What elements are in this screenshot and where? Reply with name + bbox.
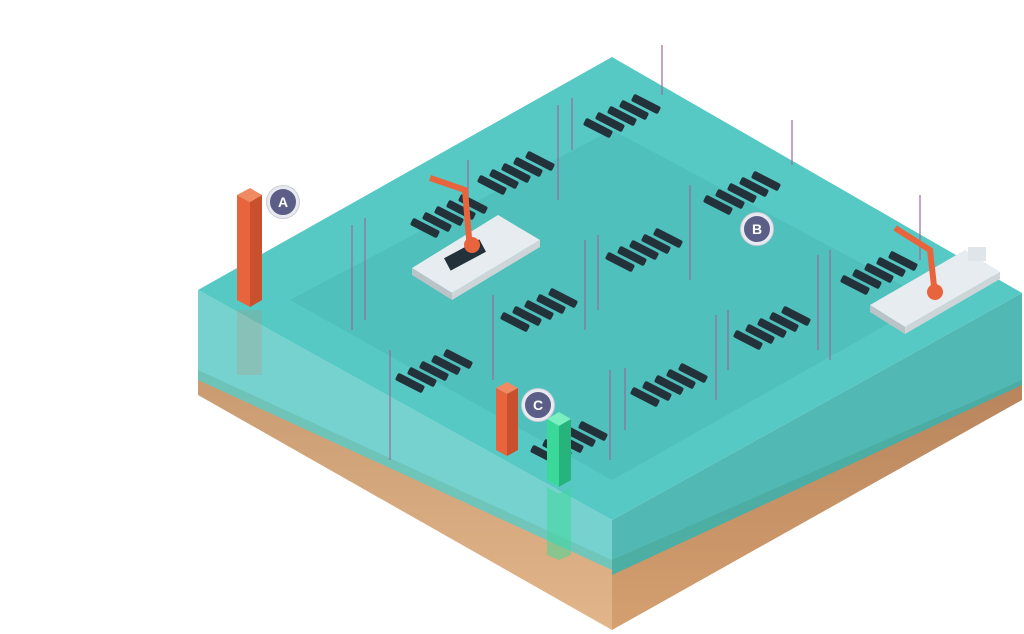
fish-pen bbox=[745, 324, 775, 344]
barge-with-crane bbox=[412, 175, 540, 300]
barge-with-crane bbox=[870, 225, 1000, 334]
fish-pen bbox=[666, 369, 696, 389]
fish-pen-row bbox=[395, 349, 473, 393]
marker-label: C bbox=[532, 397, 544, 413]
fish-pen bbox=[578, 421, 608, 441]
fish-pen bbox=[477, 175, 507, 195]
fish-pen bbox=[678, 363, 708, 383]
fish-pen bbox=[715, 189, 745, 209]
water-left-side bbox=[198, 290, 612, 570]
fish-pen bbox=[595, 112, 625, 132]
fish-pen bbox=[727, 183, 757, 203]
fish-pen bbox=[769, 312, 799, 332]
fish-pen bbox=[395, 373, 425, 393]
fish-pen-row bbox=[733, 306, 811, 350]
water-right-side bbox=[612, 293, 1022, 575]
marker-a[interactable]: A bbox=[267, 186, 299, 218]
marker-c[interactable]: C bbox=[522, 389, 554, 421]
fish-pen bbox=[751, 171, 781, 191]
fish-pen bbox=[513, 157, 543, 177]
fish-pen-row bbox=[703, 171, 781, 215]
fish-pen bbox=[733, 330, 763, 350]
fish-pen bbox=[653, 228, 683, 248]
fish-pen bbox=[524, 300, 554, 320]
fish-pen bbox=[607, 106, 637, 126]
fish-pen-row bbox=[630, 363, 708, 407]
fish-pen bbox=[583, 118, 613, 138]
fish-pen bbox=[888, 251, 918, 271]
fish-pen bbox=[852, 269, 882, 289]
fish-pen-row bbox=[605, 228, 683, 272]
fish-pen bbox=[443, 349, 473, 369]
orange-level-bar-a bbox=[237, 188, 262, 307]
fish-pen bbox=[489, 169, 519, 189]
fish-pen bbox=[864, 263, 894, 283]
fish-pen bbox=[512, 306, 542, 326]
fish-pen bbox=[617, 246, 647, 266]
fish-pen bbox=[876, 257, 906, 277]
fish-pen bbox=[501, 163, 531, 183]
fish-pen bbox=[566, 427, 596, 447]
marker-b[interactable]: B bbox=[741, 213, 773, 245]
orange-bar-reflection bbox=[237, 310, 262, 375]
fish-pen bbox=[434, 206, 464, 226]
fish-pen bbox=[703, 195, 733, 215]
fish-pen-row bbox=[840, 251, 918, 295]
fish-pen bbox=[781, 306, 811, 326]
orange-level-bar-c bbox=[496, 382, 518, 456]
fish-pen bbox=[619, 100, 649, 120]
fish-pen bbox=[536, 294, 566, 314]
fish-pen-row bbox=[500, 288, 578, 332]
fish-pen bbox=[642, 381, 672, 401]
fish-pen bbox=[757, 318, 787, 338]
fish-pen-row bbox=[583, 94, 661, 138]
fish-pen bbox=[641, 234, 671, 254]
fish-pen bbox=[410, 218, 440, 238]
fish-pen bbox=[407, 367, 437, 387]
fish-pen bbox=[605, 252, 635, 272]
fish-pen bbox=[654, 375, 684, 395]
fish-pen bbox=[431, 355, 461, 375]
fish-pen bbox=[422, 212, 452, 232]
fish-pen bbox=[630, 387, 660, 407]
marker-label: A bbox=[277, 194, 289, 210]
fish-pen bbox=[500, 312, 530, 332]
fish-pen bbox=[548, 288, 578, 308]
green-level-bar-c bbox=[547, 412, 571, 560]
fish-pen bbox=[525, 151, 555, 171]
marker-label: B bbox=[751, 221, 763, 237]
fish-pen bbox=[631, 94, 661, 114]
sand-right-side bbox=[612, 380, 1022, 630]
fish-pen bbox=[739, 177, 769, 197]
fish-pen bbox=[840, 275, 870, 295]
fish-pen bbox=[419, 361, 449, 381]
fish-pen-row bbox=[477, 151, 555, 195]
sand-left-side bbox=[198, 370, 612, 630]
fish-pen bbox=[629, 240, 659, 260]
